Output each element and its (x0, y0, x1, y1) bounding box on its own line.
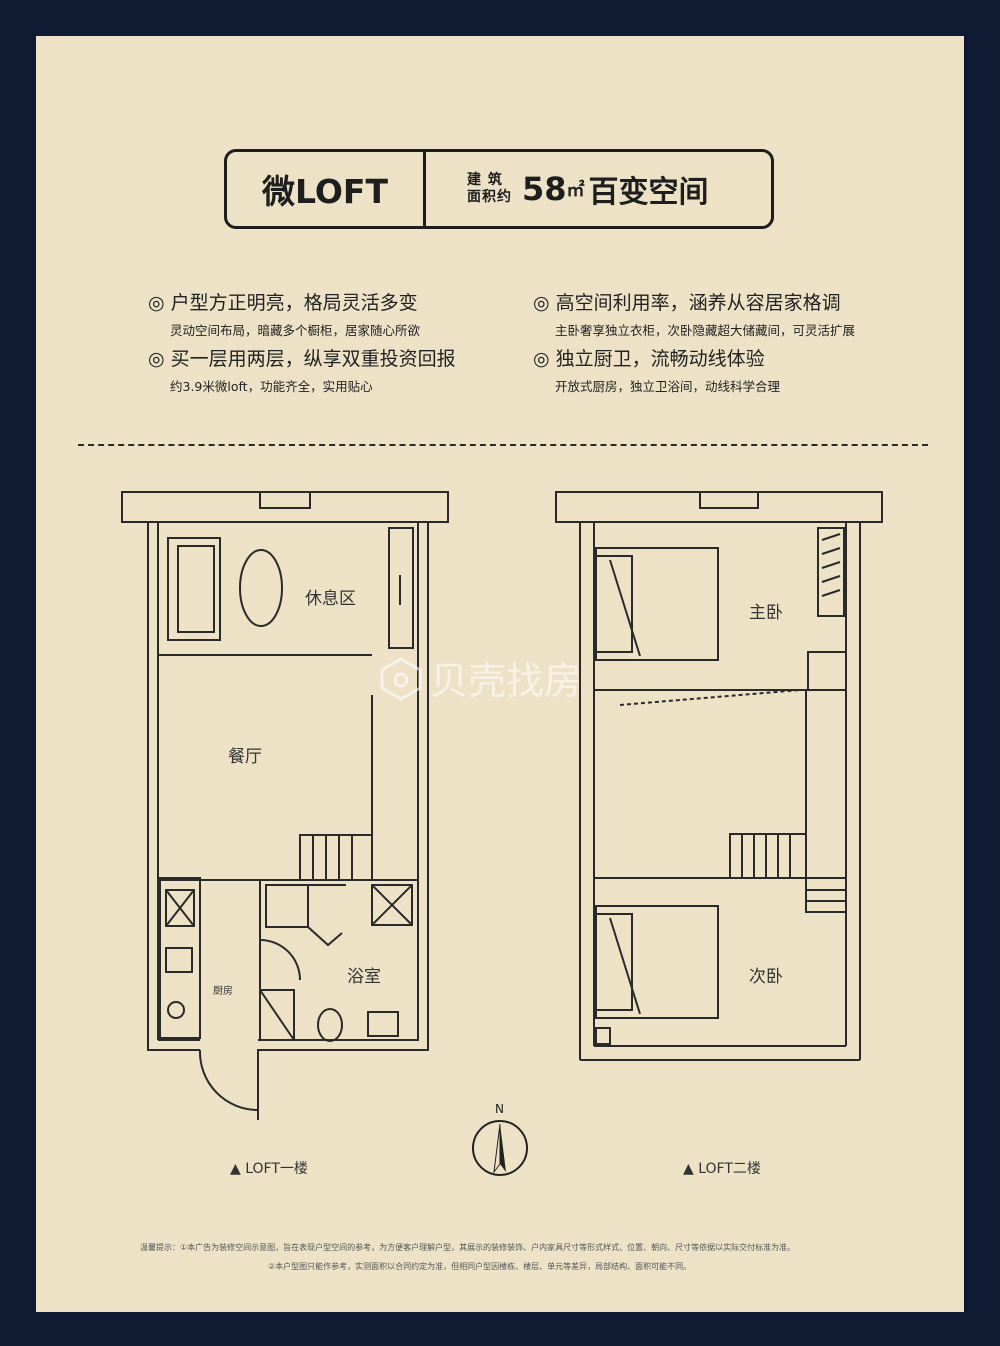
feature-sub: 约3.9米微loft，功能齐全，实用贴心 (170, 379, 373, 394)
feature-2: ◎ 高空间利用率，涵养从容居家格调 主卧奢享独立衣柜，次卧隐藏超大储藏间，可灵活… (533, 288, 855, 339)
area-info: 建 筑 面积约 58 ㎡ 百变空间 (467, 152, 709, 226)
feature-head: ◎ 高空间利用率，涵养从容居家格调 (533, 292, 841, 314)
watermark-text: 贝壳找房 (430, 659, 583, 703)
title-divider (423, 152, 426, 226)
title-box: 微LOFT 建 筑 面积约 58 ㎡ 百变空间 (224, 149, 774, 229)
feature-head: ◎ 独立厨卫，流畅动线体验 (533, 348, 765, 370)
area-label-line1: 建 筑 (467, 172, 503, 188)
floor1-caption: ▲ LOFT一楼 (230, 1161, 308, 1177)
unit-type-title: 微LOFT (262, 172, 388, 211)
feature-head: ◎ 户型方正明亮，格局灵活多变 (148, 292, 418, 314)
feature-1: ◎ 户型方正明亮，格局灵活多变 灵动空间布局，暗藏多个橱柜，居家随心所欲 (148, 288, 420, 339)
room-master-bedroom: 主卧 (749, 603, 783, 623)
disclaimer-line-2: ②本户型图只能作参考，实测面积以合同约定为准，但相同户型因楼栋、楼层、单元等差异… (268, 1262, 692, 1271)
feature-sub: 开放式厨房，独立卫浴间，动线科学合理 (555, 379, 781, 394)
feature-4: ◎ 独立厨卫，流畅动线体验 开放式厨房，独立卫浴间，动线科学合理 (533, 344, 780, 395)
feature-sub: 灵动空间布局，暗藏多个橱柜，居家随心所欲 (170, 323, 421, 338)
room-rest: 休息区 (305, 589, 356, 609)
section-divider (78, 444, 928, 446)
room-second-bedroom: 次卧 (749, 967, 783, 987)
room-kitchen: 厨房 (213, 986, 233, 997)
floor2-plan (555, 491, 883, 1061)
room-dining: 餐厅 (228, 747, 262, 767)
area-label: 建 筑 面积约 (467, 172, 512, 206)
feature-3: ◎ 买一层用两层，纵享双重投资回报 约3.9米微loft，功能齐全，实用贴心 (148, 344, 456, 395)
area-unit: ㎡ (566, 180, 585, 201)
area-number: 58 (522, 170, 567, 208)
disclaimer-line-1: 温馨提示：①本广告为装修空间示意图，旨在表现户型空间的参考，为方便客户理解户型，… (140, 1243, 796, 1252)
compass-icon (472, 1120, 528, 1176)
area-description: 百变空间 (588, 175, 709, 210)
floor1-plan (121, 491, 449, 1120)
watermark-logo-icon (380, 656, 422, 701)
watermark: 贝壳找房 (378, 650, 582, 705)
compass-north-label: N (495, 1102, 504, 1116)
floorplan-card (36, 36, 966, 1312)
room-bath: 浴室 (347, 967, 381, 987)
frame-edge (964, 36, 966, 1312)
floor2-caption: ▲ LOFT二楼 (683, 1161, 761, 1177)
area-label-line2: 面积约 (467, 189, 512, 205)
feature-head: ◎ 买一层用两层，纵享双重投资回报 (148, 348, 456, 370)
feature-sub: 主卧奢享独立衣柜，次卧隐藏超大储藏间，可灵活扩展 (555, 323, 856, 338)
